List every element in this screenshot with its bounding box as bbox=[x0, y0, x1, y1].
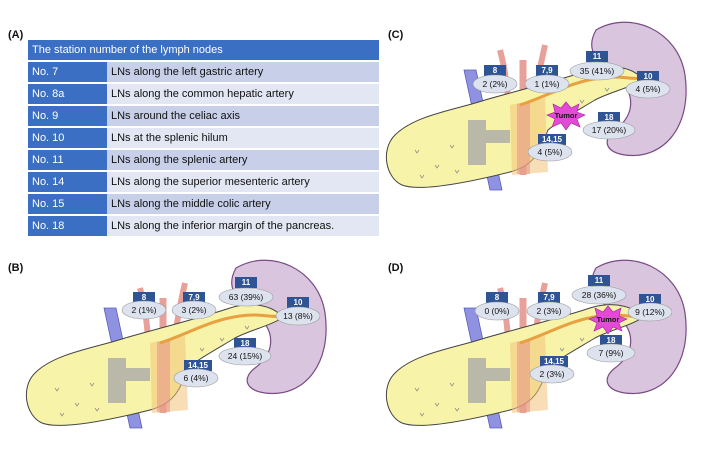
count-11: 35 (41%) bbox=[580, 66, 615, 76]
count-14-15: 6 (4%) bbox=[183, 373, 208, 383]
station-label-11: 11 bbox=[595, 276, 604, 285]
station-box-11 bbox=[586, 51, 608, 62]
station-description: LNs around the celiac axis bbox=[107, 106, 379, 126]
count-18: 24 (15%) bbox=[228, 351, 263, 361]
station-box-8 bbox=[486, 292, 508, 303]
station-label-11: 11 bbox=[242, 278, 251, 287]
panel-label-c: (C) bbox=[388, 29, 404, 41]
count-18: 17 (20%) bbox=[592, 125, 627, 135]
station-label-10: 10 bbox=[644, 72, 653, 81]
station-description: LNs along the common hepatic artery bbox=[107, 84, 379, 104]
tumor-marker bbox=[546, 101, 586, 131]
lymph-node-station-table: The station number of the lymph nodes No… bbox=[28, 38, 379, 238]
station-box-8 bbox=[133, 292, 155, 303]
station-box-14-15 bbox=[184, 360, 212, 371]
station-box-18 bbox=[234, 338, 256, 349]
count-8: 0 (0%) bbox=[484, 306, 509, 316]
count-11: 28 (36%) bbox=[582, 290, 617, 300]
station-label-8: 8 bbox=[493, 66, 498, 75]
station-number: No. 8a bbox=[28, 84, 107, 104]
station-number: No. 10 bbox=[28, 128, 107, 148]
station-box-7-9 bbox=[536, 65, 558, 76]
count-7-9: 2 (3%) bbox=[536, 306, 561, 316]
station-label-8: 8 bbox=[495, 293, 500, 302]
station-number: No. 15 bbox=[28, 194, 107, 214]
station-label-18: 18 bbox=[605, 113, 614, 122]
station-box-8 bbox=[484, 65, 506, 76]
station-label-7-9: 7,9 bbox=[188, 293, 200, 302]
tumor-label: Tumor bbox=[555, 111, 578, 120]
station-label-14-15: 14,15 bbox=[544, 357, 565, 366]
station-description: LNs along the splenic artery bbox=[107, 150, 379, 170]
station-label-18: 18 bbox=[241, 339, 250, 348]
station-label-18: 18 bbox=[607, 336, 616, 345]
diagram-d: 8 0 (0%) 7,9 2 (3%) 11 28 (36%) 10 9 (12… bbox=[386, 260, 686, 428]
count-8: 2 (2%) bbox=[482, 79, 507, 89]
station-label-11: 11 bbox=[593, 52, 602, 61]
station-number: No. 7 bbox=[28, 62, 107, 82]
count-14-15: 4 (5%) bbox=[537, 147, 562, 157]
tumor-label: Tumor bbox=[597, 315, 620, 324]
station-label-7-9: 7,9 bbox=[541, 66, 553, 75]
station-box-10 bbox=[637, 71, 659, 82]
count-7-9: 1 (1%) bbox=[534, 79, 559, 89]
station-box-10 bbox=[639, 294, 661, 305]
station-label-10: 10 bbox=[646, 295, 655, 304]
station-box-11 bbox=[588, 275, 610, 286]
station-box-10 bbox=[287, 297, 309, 308]
count-7-9: 3 (2%) bbox=[181, 305, 206, 315]
count-8: 2 (1%) bbox=[131, 305, 156, 315]
station-box-14-15 bbox=[540, 356, 568, 367]
station-box-18 bbox=[598, 112, 620, 123]
station-description: LNs along the inferior margin of the pan… bbox=[107, 216, 379, 236]
station-label-7-9: 7,9 bbox=[543, 293, 555, 302]
station-box-11 bbox=[235, 277, 257, 288]
station-description: LNs along the left gastric artery bbox=[107, 62, 379, 82]
count-11: 63 (39%) bbox=[229, 292, 264, 302]
station-label-14-15: 14,15 bbox=[542, 135, 563, 144]
table-header: The station number of the lymph nodes bbox=[28, 40, 379, 60]
station-label-14-15: 14,15 bbox=[188, 361, 209, 370]
panel-label-b: (B) bbox=[8, 262, 24, 274]
count-10: 9 (12%) bbox=[635, 307, 665, 317]
station-number: No. 9 bbox=[28, 106, 107, 126]
panel-label-a: (A) bbox=[8, 29, 24, 41]
count-10: 4 (5%) bbox=[635, 84, 660, 94]
station-number: No. 14 bbox=[28, 172, 107, 192]
station-box-14-15 bbox=[538, 134, 566, 145]
count-10: 13 (8%) bbox=[283, 311, 313, 321]
station-number: No. 18 bbox=[28, 216, 107, 236]
tumor-marker bbox=[588, 305, 628, 335]
station-description: LNs along the superior mesenteric artery bbox=[107, 172, 379, 192]
diagram-c: 8 2 (2%) 7,9 1 (1%) 11 35 (41%) 10 4 (5%… bbox=[386, 22, 686, 190]
station-label-10: 10 bbox=[294, 298, 303, 307]
station-description: LNs along the middle colic artery bbox=[107, 194, 379, 214]
panel-label-d: (D) bbox=[388, 262, 404, 274]
station-box-7-9 bbox=[183, 292, 205, 303]
station-number: No. 11 bbox=[28, 150, 107, 170]
count-14-15: 2 (3%) bbox=[539, 369, 564, 379]
station-description: LNs at the splenic hilum bbox=[107, 128, 379, 148]
count-18: 7 (9%) bbox=[598, 348, 623, 358]
station-label-8: 8 bbox=[142, 293, 147, 302]
diagram-b: 8 2 (1%) 7,9 3 (2%) 11 63 (39%) 10 13 (8… bbox=[26, 260, 326, 428]
station-box-18 bbox=[600, 335, 622, 346]
station-box-7-9 bbox=[538, 292, 560, 303]
